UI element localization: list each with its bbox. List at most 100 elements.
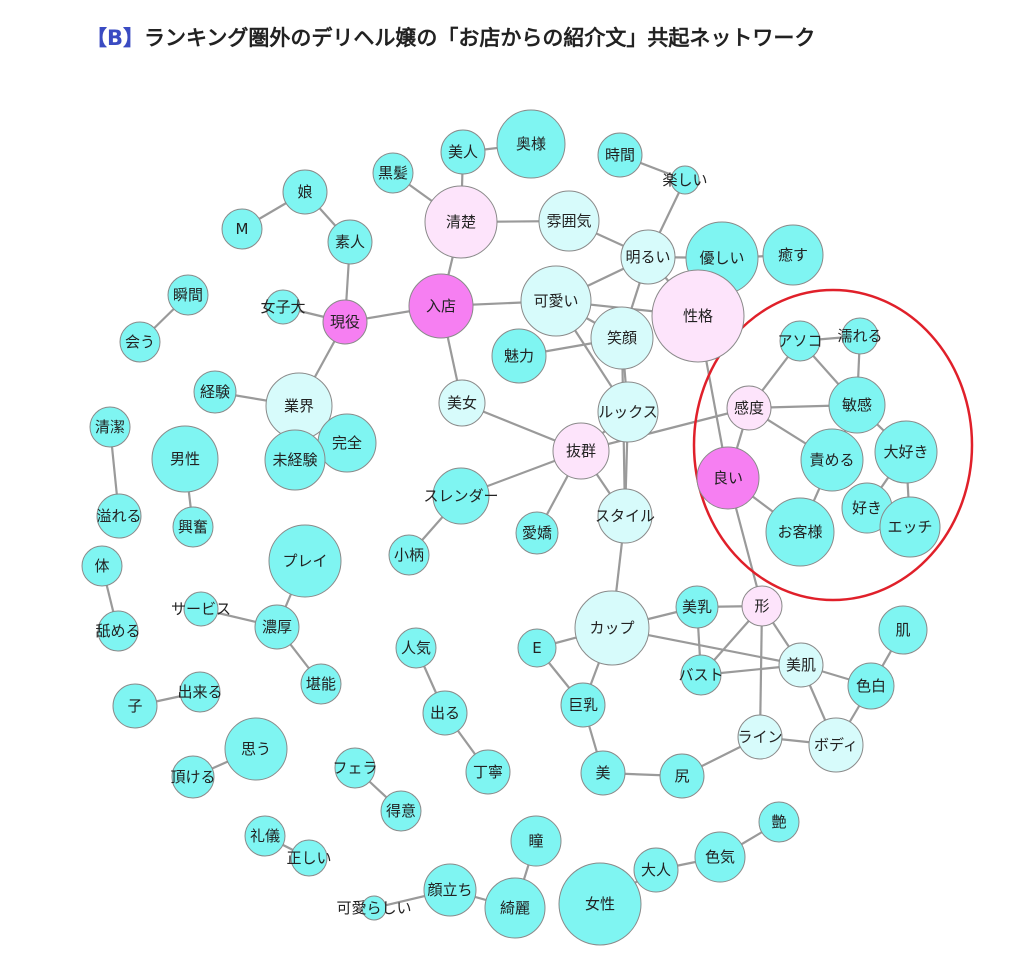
node-circle-tokui (380, 790, 422, 832)
node-label-style: スタイル (595, 507, 655, 525)
node-nyuten: 入店 (408, 273, 474, 339)
node-circle-funiki (538, 190, 600, 252)
node-label-seikaku: 性格 (683, 307, 713, 325)
node-label-dekiru: 出来る (177, 683, 222, 701)
node-circle-deru (422, 690, 468, 736)
node-circle-nyuten (408, 273, 474, 339)
node-circle-mikeiken (264, 429, 326, 491)
node-circle-aikyo (515, 511, 559, 555)
node-circle-ninki (395, 627, 437, 669)
node-label-geneki: 現役 (330, 313, 360, 331)
node-label-tokui: 得意 (386, 802, 416, 820)
node-label-line: ライン (737, 728, 782, 746)
node-label-body: ボディ (814, 736, 858, 754)
node-kawaii: 可愛い (520, 265, 592, 337)
node-kando: 感度 (726, 385, 772, 431)
node-kofun: 興奮 (172, 506, 214, 548)
node-label-akarui: 明るい (625, 248, 670, 266)
node-label-kirei: 綺麗 (500, 899, 530, 917)
node-label-afureru: 溢れる (96, 507, 141, 525)
node-label-josei: 女性 (585, 895, 615, 913)
node-circle-kando (726, 385, 772, 431)
node-label-seiso: 清楚 (446, 213, 476, 231)
highlight-ring (692, 288, 974, 602)
node-circle-dekiru (179, 671, 221, 713)
node-deru: 出る (422, 690, 468, 736)
node-circle-seiketsu (89, 406, 131, 448)
edge-batsugun-kando (580, 406, 750, 453)
node-circle-cup (574, 590, 650, 666)
node-itadakeru: 頂ける (170, 755, 216, 799)
node-label-reigi: 礼儀 (250, 827, 280, 845)
node-mikeiken: 未経験 (264, 429, 326, 491)
network-nodes: 奥様美人時間黒髪楽しい娘清楚雰囲気M素人明るい優しい癒す瞬間入店可愛い性格女子大… (81, 109, 941, 946)
node-label-miryoku: 魅力 (504, 347, 534, 365)
node-afureru: 溢れる (96, 493, 142, 539)
node-suki: 好き (841, 482, 893, 534)
node-tadashii: 正しい (286, 839, 332, 877)
node-E: E (517, 628, 557, 668)
node-circle-kogara (388, 534, 430, 576)
node-seikaku: 性格 (651, 269, 745, 363)
node-au: 会う (119, 321, 161, 363)
node-circle-joshidai (265, 289, 301, 325)
node-josei: 女性 (558, 862, 642, 946)
node-circle-noko (254, 604, 300, 650)
node-omou: 思う (224, 717, 288, 781)
node-circle-bihada (778, 642, 824, 688)
node-tsuya: 艶 (758, 801, 800, 843)
node-label-yasashii: 優しい (699, 249, 744, 267)
node-circle-mi (580, 750, 626, 796)
node-circle-kawairashii (361, 895, 387, 921)
node-katachi: 形 (741, 585, 783, 627)
node-label-binyu: 美乳 (682, 598, 712, 616)
node-label-semeru: 責める (809, 451, 854, 469)
node-label-asoko: アソコ (777, 332, 822, 350)
node-label-bijo: 美女 (447, 394, 477, 412)
node-circle-reigi (244, 815, 286, 857)
node-shirouto: 素人 (327, 219, 373, 265)
node-dansei: 男性 (151, 425, 219, 493)
node-circle-geneki (322, 299, 368, 345)
node-circle-service (183, 591, 219, 627)
node-label-daisuki: 大好き (883, 443, 928, 461)
node-label-dansei: 男性 (170, 450, 200, 468)
node-circle-jikan (597, 132, 643, 178)
node-jikan: 時間 (597, 132, 643, 178)
node-circle-karada (81, 545, 123, 587)
node-circle-ecchi (879, 496, 941, 558)
node-circle-kyonyu (560, 682, 606, 728)
node-circle-ko (112, 683, 158, 729)
node-circle-E (517, 628, 557, 668)
node-shunkan: 瞬間 (167, 274, 209, 316)
node-circle-musume (282, 169, 328, 215)
node-circle-binyu (675, 585, 719, 629)
node-hitomi: 瞳 (510, 815, 562, 867)
node-tanoshii: 楽しい (662, 165, 708, 195)
node-label-katachi: 形 (754, 597, 769, 615)
node-label-slender: スレンダー (423, 487, 498, 505)
node-ninki: 人気 (395, 627, 437, 669)
node-reigi: 礼儀 (244, 815, 286, 857)
node-kaodachi: 顔立ち (423, 863, 477, 917)
node-egao: 笑顔 (590, 306, 654, 370)
node-circle-kurokami (372, 152, 414, 194)
node-label-bihada: 美肌 (786, 656, 816, 674)
node-label-nureru: 濡れる (837, 327, 882, 345)
node-circle-play (268, 524, 342, 598)
node-label-aikyo: 愛嬌 (522, 524, 552, 542)
node-label-fera: フェラ (332, 759, 377, 777)
node-label-kurokami: 黒髪 (378, 164, 408, 182)
node-circle-omou (224, 717, 288, 781)
node-label-E: E (532, 639, 541, 657)
node-label-kanzen: 完全 (332, 434, 362, 452)
node-otona: 大人 (633, 847, 679, 893)
node-binkan: 敏感 (828, 376, 886, 434)
node-label-ecchi: エッチ (887, 518, 932, 536)
node-circle-miryoku (491, 328, 547, 384)
node-circle-kaodachi (423, 863, 477, 917)
node-circle-tsuya (758, 801, 800, 843)
node-circle-kofun (172, 506, 214, 548)
node-label-kaodachi: 顔立ち (427, 881, 472, 899)
